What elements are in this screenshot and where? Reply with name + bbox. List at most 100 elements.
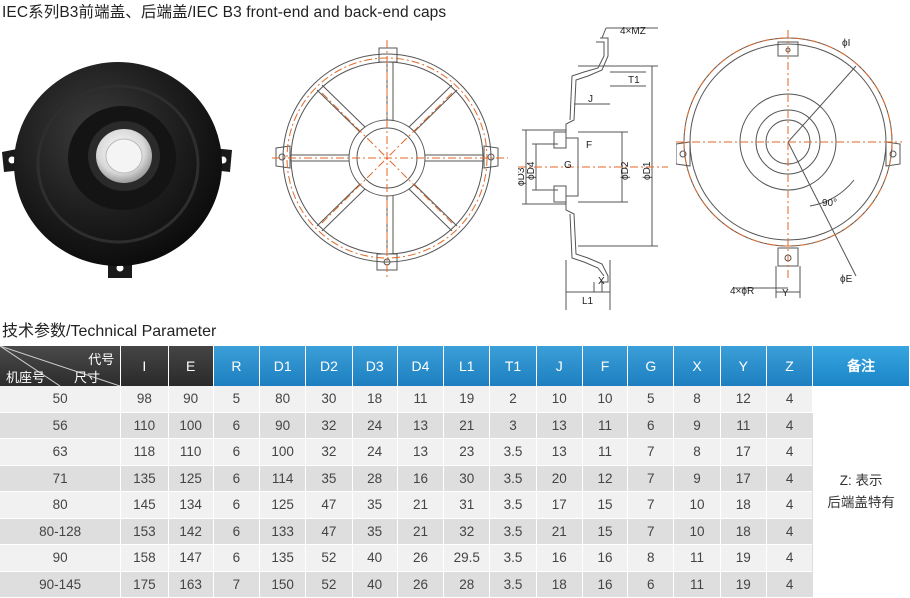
value-cell: 30: [443, 465, 491, 492]
column-header: F: [582, 346, 629, 386]
value-cell: 7: [627, 438, 675, 466]
table-header-row: 代号 尺寸 机座号 I E R D1 D2 D3 D4 L1 T1 J F G …: [0, 346, 910, 386]
value-cell: 21: [536, 518, 583, 545]
value-cell: 40: [352, 571, 398, 598]
value-cell: 4: [766, 386, 814, 413]
value-cell: 23: [443, 438, 491, 466]
column-header: I: [120, 346, 169, 386]
value-cell: 7: [627, 465, 675, 492]
column-header: D1: [259, 346, 307, 386]
value-cell: 6: [213, 438, 261, 466]
value-cell: 150: [259, 571, 307, 598]
value-cell: 32: [305, 412, 353, 439]
value-cell: 47: [305, 491, 353, 519]
value-cell: 135: [120, 465, 169, 492]
value-cell: 6: [213, 544, 261, 572]
column-header: R: [213, 346, 261, 386]
value-cell: 7: [213, 571, 261, 598]
value-cell: 133: [259, 518, 307, 545]
note-cell: Z: 表示后端盖特有: [812, 386, 910, 598]
value-cell: 80: [259, 386, 307, 413]
label-f: F: [586, 140, 592, 151]
column-header: G: [627, 346, 675, 386]
value-cell: 16: [582, 571, 629, 598]
label-angle: 90°: [822, 198, 837, 209]
value-cell: 10: [673, 491, 721, 519]
value-cell: 135: [259, 544, 307, 572]
value-cell: 11: [582, 438, 629, 466]
value-cell: 163: [168, 571, 214, 598]
frame-cell: 71: [0, 465, 122, 492]
value-cell: 18: [720, 491, 767, 519]
value-cell: 17: [720, 438, 767, 466]
label-phi-i: ϕI: [842, 38, 850, 49]
end-cap-photo: [2, 62, 232, 278]
frame-cell: 80: [0, 491, 122, 519]
value-cell: 147: [168, 544, 214, 572]
value-cell: 29.5: [443, 544, 491, 572]
label-j: J: [588, 94, 593, 105]
value-cell: 17: [720, 465, 767, 492]
value-cell: 11: [673, 571, 721, 598]
corner-header: 代号 尺寸 机座号: [0, 346, 122, 386]
label-y: Y: [782, 288, 789, 299]
value-cell: 19: [720, 571, 767, 598]
value-cell: 145: [120, 491, 169, 519]
technical-parameter-table: 代号 尺寸 机座号 I E R D1 D2 D3 D4 L1 T1 J F G …: [0, 346, 910, 598]
value-cell: 35: [352, 518, 398, 545]
value-cell: 3.5: [489, 491, 537, 519]
frame-cell: 56: [0, 412, 122, 439]
label-l1: L1: [582, 296, 594, 307]
value-cell: 125: [259, 491, 307, 519]
value-cell: 11: [582, 412, 629, 439]
value-cell: 8: [627, 544, 675, 572]
column-header: J: [536, 346, 583, 386]
value-cell: 32: [305, 438, 353, 466]
frame-cell: 90: [0, 544, 122, 572]
value-cell: 35: [305, 465, 353, 492]
frame-cell: 50: [0, 386, 122, 413]
value-cell: 21: [443, 412, 491, 439]
value-cell: 13: [397, 412, 445, 439]
value-cell: 52: [305, 571, 353, 598]
value-cell: 26: [397, 571, 445, 598]
label-g: G: [564, 160, 572, 171]
value-cell: 19: [720, 544, 767, 572]
value-cell: 3.5: [489, 571, 537, 598]
value-cell: 10: [673, 518, 721, 545]
corner-frame-label: 机座号: [6, 370, 46, 385]
value-cell: 19: [443, 386, 491, 413]
value-cell: 8: [673, 438, 721, 466]
column-header: L1: [443, 346, 491, 386]
value-cell: 13: [397, 438, 445, 466]
note-header: 备注: [812, 346, 910, 386]
value-cell: 6: [213, 518, 261, 545]
value-cell: 9: [673, 465, 721, 492]
corner-size-label: 尺寸: [74, 370, 101, 385]
value-cell: 12: [720, 386, 767, 413]
note-line-2: 后端盖特有: [827, 494, 895, 510]
note-line-1: Z: 表示: [839, 472, 883, 488]
value-cell: 16: [582, 544, 629, 572]
value-cell: 158: [120, 544, 169, 572]
value-cell: 11: [720, 412, 767, 439]
value-cell: 20: [536, 465, 583, 492]
value-cell: 28: [352, 465, 398, 492]
value-cell: 3.5: [489, 544, 537, 572]
column-header: X: [673, 346, 721, 386]
value-cell: 3.5: [489, 518, 537, 545]
frame-cell: 63: [0, 438, 122, 466]
value-cell: 26: [397, 544, 445, 572]
value-cell: 15: [582, 518, 629, 545]
value-cell: 5: [627, 386, 675, 413]
value-cell: 100: [168, 412, 214, 439]
value-cell: 2: [489, 386, 537, 413]
value-cell: 16: [397, 465, 445, 492]
value-cell: 110: [168, 438, 214, 466]
value-cell: 6: [627, 412, 675, 439]
value-cell: 90: [259, 412, 307, 439]
